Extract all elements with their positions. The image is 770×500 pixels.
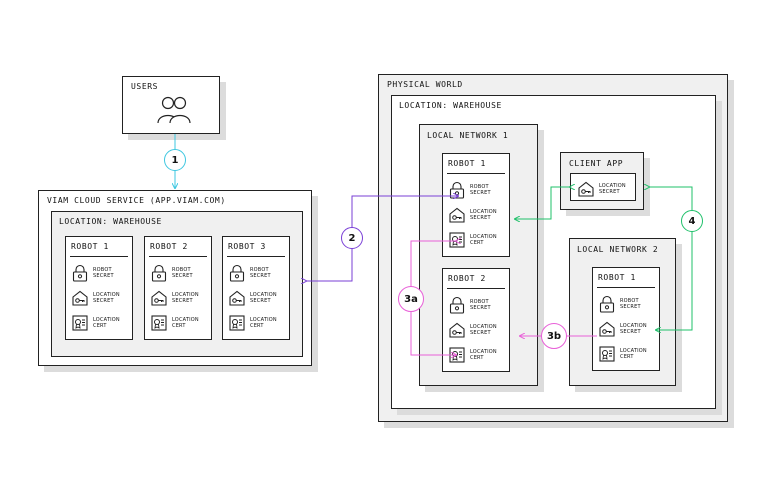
physical-world-box: PHYSICAL WORLD LOCATION: WAREHOUSE LOCAL… <box>378 74 728 422</box>
robot-secret-row: ROBOT SECRET <box>448 181 491 199</box>
location-secret-row: LOCATION SECRET <box>71 289 120 307</box>
users-box: USERS <box>122 76 220 134</box>
step-badge-2: 2 <box>341 227 363 249</box>
location-cert-row: LOCATION CERT <box>448 346 497 364</box>
local-network-1-title: LOCAL NETWORK 1 <box>427 131 509 140</box>
cloud-service-box: VIAM CLOUD SERVICE (APP.VIAM.COM) LOCATI… <box>38 190 312 366</box>
client-app-title: CLIENT APP <box>569 159 624 168</box>
certificate-icon <box>228 314 246 332</box>
lock-icon <box>71 264 89 282</box>
network1-robot-1: ROBOT 1 ROBOT SECRET LOCATION SECRET LOC… <box>442 153 510 257</box>
network2-robot-1-title: ROBOT 1 <box>598 273 636 282</box>
network2-robot-1: ROBOT 1 ROBOT SECRET LOCATION SECRET LOC… <box>592 267 660 371</box>
key-envelope-icon <box>228 289 246 307</box>
certificate-icon <box>448 346 466 364</box>
robot-secret-label: ROBOT SECRET <box>172 267 193 279</box>
robot-secret-label: ROBOT SECRET <box>620 298 641 310</box>
network1-robot-1-title: ROBOT 1 <box>448 159 486 168</box>
robot-secret-row: ROBOT SECRET <box>448 296 491 314</box>
certificate-icon <box>448 231 466 249</box>
step-badge-3b: 3b <box>541 323 567 349</box>
client-app-box: CLIENT APP LOCATION SECRET <box>560 152 644 210</box>
client-app-secret-card: LOCATION SECRET <box>570 173 636 201</box>
location-secret-label: LOCATION SECRET <box>250 292 277 304</box>
lock-icon <box>448 296 466 314</box>
local-network-2-title: LOCAL NETWORK 2 <box>577 245 659 254</box>
lock-icon <box>598 295 616 313</box>
robot-secret-label: ROBOT SECRET <box>470 184 491 196</box>
certificate-icon <box>598 345 616 363</box>
key-envelope-icon <box>150 289 168 307</box>
robot-secret-row: ROBOT SECRET <box>150 264 193 282</box>
robot-secret-label: ROBOT SECRET <box>93 267 114 279</box>
location-cert-label: LOCATION CERT <box>470 234 497 246</box>
cloud-robot-3: ROBOT 3 ROBOT SECRET LOCATION SECRET LOC… <box>222 236 290 340</box>
robot-secret-row: ROBOT SECRET <box>598 295 641 313</box>
location-cert-label: LOCATION CERT <box>620 348 647 360</box>
location-secret-label: LOCATION SECRET <box>620 323 647 335</box>
location-cert-label: LOCATION CERT <box>470 349 497 361</box>
network1-robot-2-title: ROBOT 2 <box>448 274 486 283</box>
key-envelope-icon <box>448 321 466 339</box>
certificate-icon <box>150 314 168 332</box>
key-envelope-icon <box>577 180 595 198</box>
local-network-1-box: LOCAL NETWORK 1 ROBOT 1 ROBOT SECRET LOC… <box>419 124 538 386</box>
users-title: USERS <box>131 82 159 91</box>
key-envelope-icon <box>71 289 89 307</box>
step-badge-4: 4 <box>681 210 703 232</box>
location-secret-row: LOCATION SECRET <box>598 320 647 338</box>
location-cert-row: LOCATION CERT <box>150 314 199 332</box>
step-badge-1: 1 <box>164 149 186 171</box>
physical-world-title: PHYSICAL WORLD <box>387 80 463 89</box>
lock-icon <box>448 181 466 199</box>
lock-icon <box>150 264 168 282</box>
location-secret-row: LOCATION SECRET <box>150 289 199 307</box>
location-cert-row: LOCATION CERT <box>71 314 120 332</box>
lock-icon <box>228 264 246 282</box>
users-icon <box>155 94 193 128</box>
robot-secret-row: ROBOT SECRET <box>228 264 271 282</box>
location-secret-row: LOCATION SECRET <box>448 321 497 339</box>
physical-location-box: LOCATION: WAREHOUSE LOCAL NETWORK 1 ROBO… <box>391 95 716 409</box>
location-cert-label: LOCATION CERT <box>172 317 199 329</box>
location-secret-label: LOCATION SECRET <box>93 292 120 304</box>
physical-location-title: LOCATION: WAREHOUSE <box>399 101 502 110</box>
cloud-robot-2-title: ROBOT 2 <box>150 242 188 251</box>
location-cert-row: LOCATION CERT <box>598 345 647 363</box>
step-badge-3a: 3a <box>398 286 424 312</box>
network1-robot-2: ROBOT 2 ROBOT SECRET LOCATION SECRET LOC… <box>442 268 510 372</box>
location-secret-label: LOCATION SECRET <box>172 292 199 304</box>
location-cert-label: LOCATION CERT <box>250 317 277 329</box>
cloud-robot-1-title: ROBOT 1 <box>71 242 109 251</box>
location-secret-label: LOCATION SECRET <box>470 324 497 336</box>
key-envelope-icon <box>448 206 466 224</box>
key-envelope-icon <box>598 320 616 338</box>
local-network-2-box: LOCAL NETWORK 2 ROBOT 1 ROBOT SECRET LOC… <box>569 238 676 386</box>
robot-secret-label: ROBOT SECRET <box>470 299 491 311</box>
cloud-robot-1: ROBOT 1 ROBOT SECRET LOCATION SECRET LOC… <box>65 236 133 340</box>
robot-secret-row: ROBOT SECRET <box>71 264 114 282</box>
location-cert-row: LOCATION CERT <box>448 231 497 249</box>
cloud-location-box: LOCATION: WAREHOUSE ROBOT 1 ROBOT SECRET… <box>51 211 303 357</box>
cloud-location-title: LOCATION: WAREHOUSE <box>59 217 162 226</box>
robot-secret-label: ROBOT SECRET <box>250 267 271 279</box>
location-secret-row: LOCATION SECRET <box>448 206 497 224</box>
client-location-secret-label: LOCATION SECRET <box>599 183 626 195</box>
cloud-robot-3-title: ROBOT 3 <box>228 242 266 251</box>
certificate-icon <box>71 314 89 332</box>
location-secret-row: LOCATION SECRET <box>228 289 277 307</box>
client-location-secret-row: LOCATION SECRET <box>577 180 626 198</box>
location-cert-row: LOCATION CERT <box>228 314 277 332</box>
cloud-service-title: VIAM CLOUD SERVICE (APP.VIAM.COM) <box>47 196 226 205</box>
location-secret-label: LOCATION SECRET <box>470 209 497 221</box>
location-cert-label: LOCATION CERT <box>93 317 120 329</box>
cloud-robot-2: ROBOT 2 ROBOT SECRET LOCATION SECRET LOC… <box>144 236 212 340</box>
